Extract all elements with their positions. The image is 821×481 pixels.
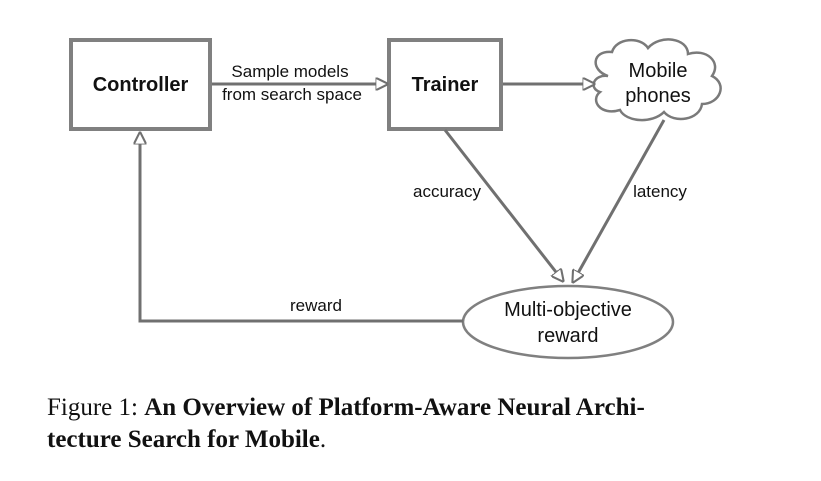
figure-caption: Figure 1: An Overview of Platform-Aware …: [47, 392, 787, 456]
trainer-box: [387, 38, 503, 131]
controller-label: Controller: [93, 74, 189, 96]
multi-objective-label-line2: reward: [537, 325, 598, 347]
latency-label: latency: [633, 182, 687, 201]
sample-models-label-line1: Sample models: [231, 62, 348, 81]
mobile-phones-label-line2: phones: [625, 85, 691, 107]
accuracy-arrow: [443, 129, 563, 281]
sample-models-label-line2: from search space: [222, 85, 362, 104]
reward-label: reward: [290, 296, 342, 315]
caption-title-line1: An Overview of Platform-Aware Neural Arc…: [144, 394, 645, 421]
multi-objective-label-line1: Multi-objective: [504, 299, 632, 321]
multi-objective-reward-ellipse: [461, 284, 675, 360]
mobile-phones-cloud: [592, 38, 722, 122]
mobile-phones-label-line1: Mobile: [629, 60, 688, 82]
trainer-label: Trainer: [412, 74, 479, 96]
accuracy-label: accuracy: [413, 182, 482, 201]
caption-suffix: .: [319, 426, 327, 453]
caption-title-line2: tecture Search for Mobile: [47, 426, 320, 453]
controller-box: [69, 38, 212, 131]
caption-prefix: Figure 1:: [47, 394, 145, 421]
reward-arrow: [140, 133, 463, 323]
latency-arrow: [573, 119, 666, 282]
